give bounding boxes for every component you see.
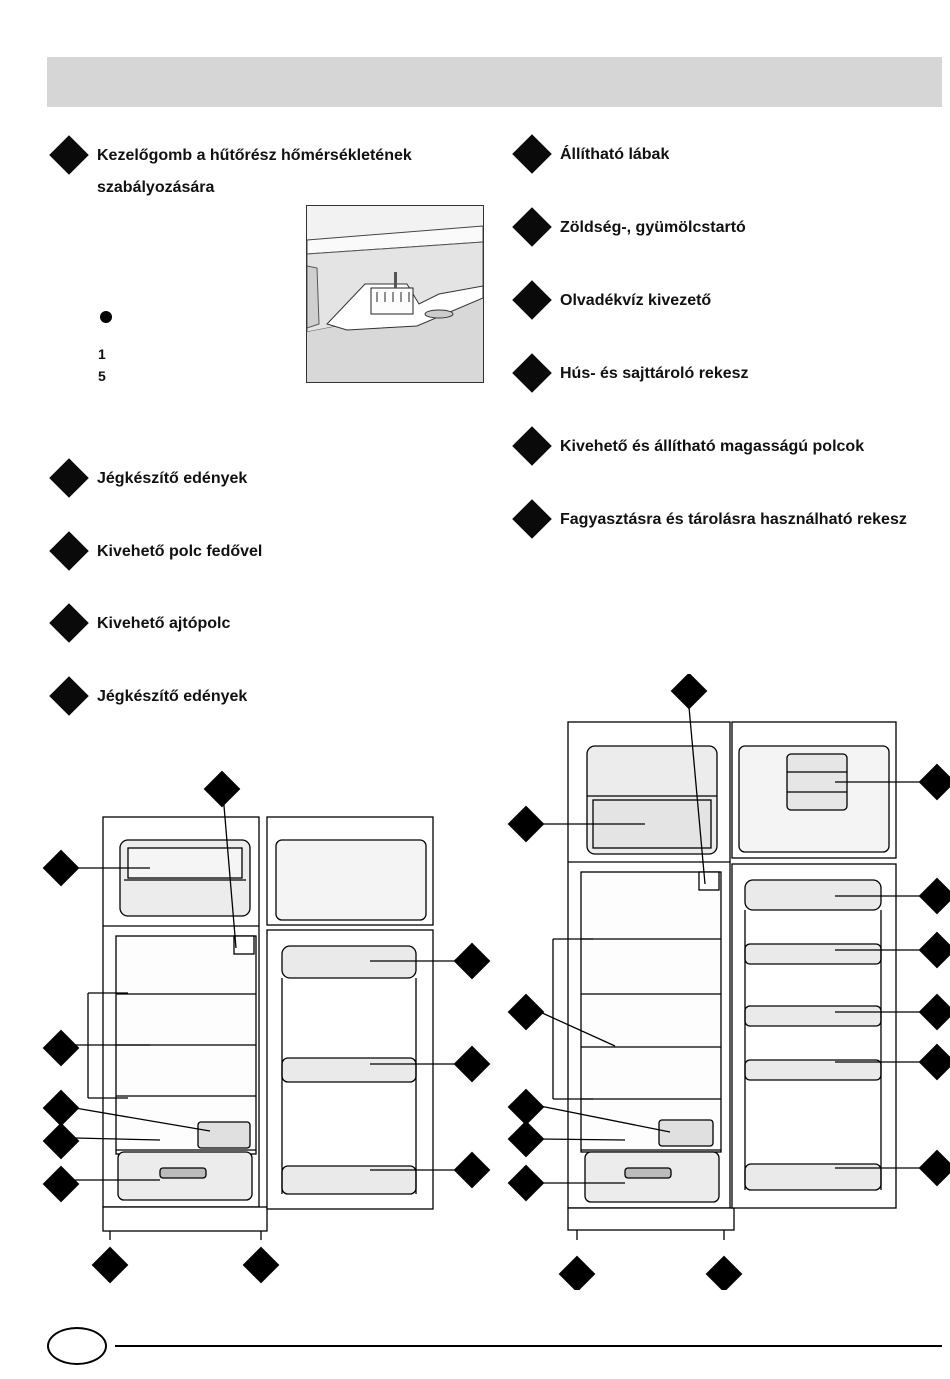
item-label: Olvadékvíz kivezető <box>560 292 712 309</box>
diamond-marker-icon <box>512 207 552 247</box>
diamond-marker-icon <box>512 353 552 393</box>
diamond-marker-icon <box>49 135 89 175</box>
item-label: Jégkészítő edények <box>97 470 248 487</box>
diamond-marker-icon <box>512 426 552 466</box>
diamond-marker-icon <box>512 280 552 320</box>
item-label: Kivehető ajtópolc <box>97 615 231 632</box>
header-band <box>47 57 942 107</box>
item-label: Kivehető és állítható magasságú polcok <box>560 438 865 455</box>
item-label: Fagyasztásra és tárolásra használható re… <box>560 511 907 528</box>
item-label: Kivehető polc fedővel <box>97 543 263 560</box>
item-label: Zöldség-, gyümölcstartó <box>560 219 746 236</box>
knob-setting-min: 1 <box>98 346 106 362</box>
diamond-marker-icon <box>512 134 552 174</box>
fridge-diagram-right <box>505 672 950 1293</box>
diamond-marker-icon <box>49 531 89 571</box>
page-number-oval <box>47 1327 107 1365</box>
diamond-marker-icon <box>49 676 89 716</box>
diamond-marker-icon <box>512 499 552 539</box>
item-label: szabályozására <box>97 179 215 196</box>
item-label: Jégkészítő edények <box>97 688 248 705</box>
thermostat-knob-illustration <box>306 205 484 383</box>
item-label: Kezelőgomb a hűtőrész hőmérsékletének <box>97 147 412 164</box>
footer-rule <box>115 1345 942 1347</box>
knob-setting-max: 5 <box>98 368 106 384</box>
diamond-marker-icon <box>49 603 89 643</box>
filled-dot-icon <box>100 311 112 323</box>
item-label: Állítható lábak <box>560 146 670 163</box>
fridge-diagram-left <box>40 768 500 1288</box>
diamond-marker-icon <box>49 458 89 498</box>
item-label: Hús- és sajttároló rekesz <box>560 365 749 382</box>
